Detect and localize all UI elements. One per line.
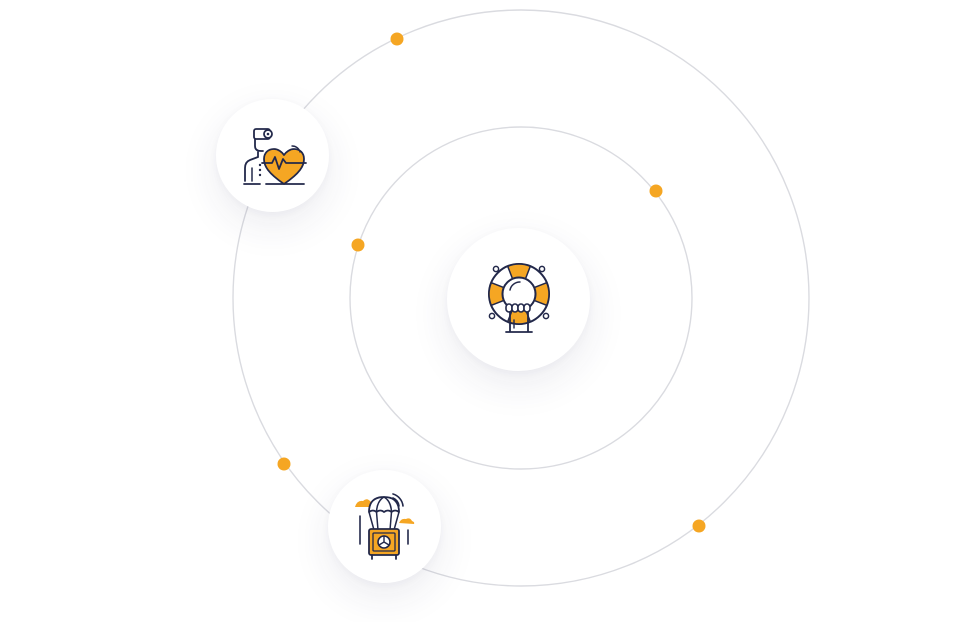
outer-orbit-ring bbox=[232, 9, 810, 587]
orbit-dot bbox=[692, 519, 706, 533]
orbit-dot bbox=[649, 184, 663, 198]
orbit-dot bbox=[351, 238, 365, 252]
inner-orbit-ring bbox=[349, 126, 693, 470]
lifebuoy-icon bbox=[487, 262, 550, 333]
doctor-heart-node bbox=[216, 99, 329, 212]
parachute-safe-node bbox=[328, 470, 441, 583]
doctor-heart-icon bbox=[242, 127, 307, 185]
parachute-safe-icon bbox=[354, 492, 414, 560]
lifebuoy-node bbox=[447, 228, 590, 371]
orbit-dot bbox=[390, 32, 404, 46]
orbit-dot bbox=[277, 457, 291, 471]
